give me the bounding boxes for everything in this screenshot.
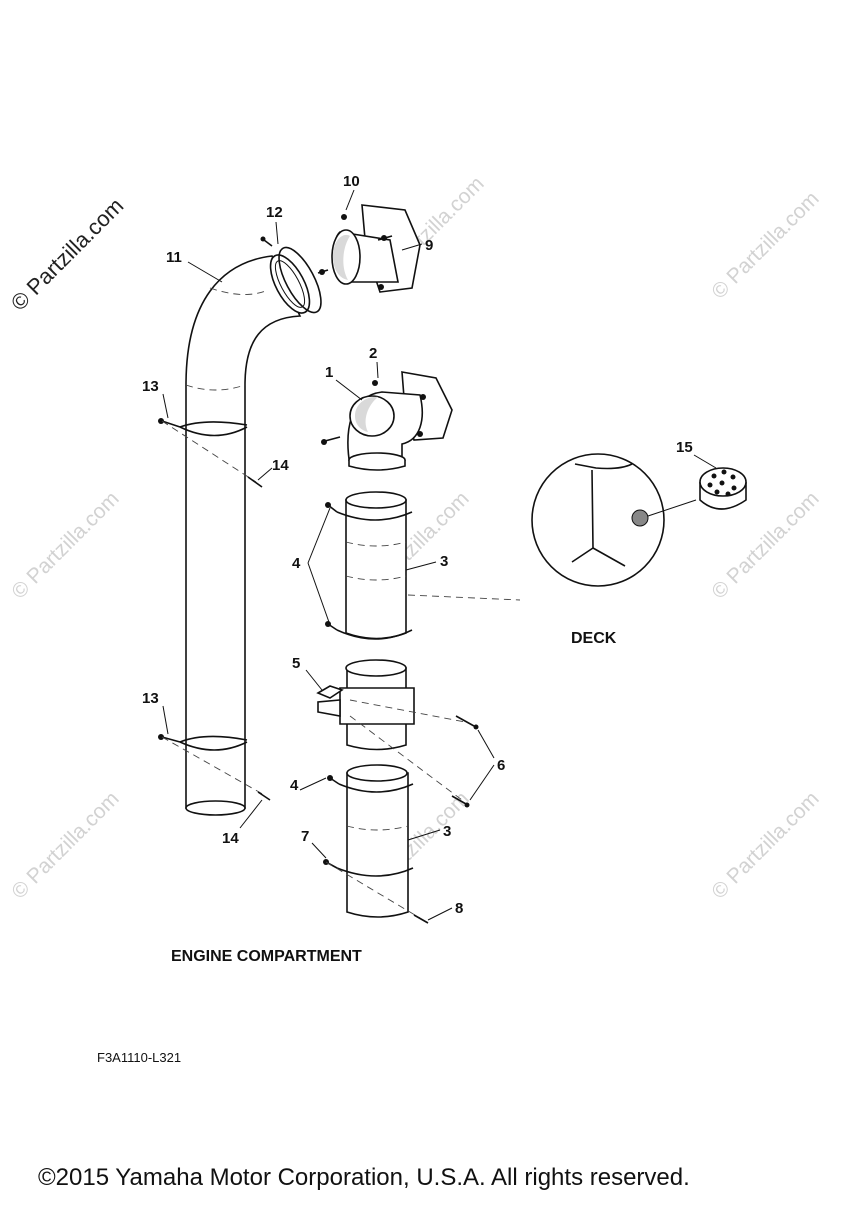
clamp-13-upper [158,418,248,437]
callouts: 10 12 9 11 2 1 13 14 4 3 5 13 6 4 14 3 7… [142,173,693,917]
deck-vent-15 [699,467,747,510]
callout-13-upper: 13 [142,378,159,395]
drawing-code: F3A1110-L321 [97,1050,181,1065]
alignment-line [407,594,521,601]
screw-14-upper [161,420,263,488]
callout-12: 12 [266,204,283,221]
callout-11: 11 [166,249,182,266]
callout-4-upper: 4 [292,555,301,572]
callout-3-upper: 3 [440,553,448,570]
watermark-tile: © Partzilla.com [7,487,123,603]
callout-4-lower: 4 [290,777,299,794]
clamp-4-lower [327,775,414,793]
callout-3-lower: 3 [443,823,451,840]
callout-13-lower: 13 [142,690,159,707]
deck-label: DECK [571,630,617,647]
engine-compartment-label: ENGINE COMPARTMENT [171,948,362,965]
bolt-6 [451,715,495,808]
clamp-13-lower [158,734,248,751]
holder-5 [316,659,466,801]
callout-1: 1 [325,364,333,381]
deck-detail [531,453,697,587]
flange-fitting-9 [317,204,421,293]
hose-3-upper [345,491,407,640]
screw-8 [325,861,429,924]
clamp-12 [260,236,322,314]
callout-8: 8 [455,900,463,917]
callout-2: 2 [369,345,377,362]
callout-14-upper: 14 [272,457,289,474]
leader-lines [162,189,717,921]
watermark-tile: © Partzilla.com [7,787,123,903]
elbow-1 [321,371,453,471]
watermark-tiles: © Partzilla.com © Partzilla.com © Partzi… [7,172,823,903]
callout-14-lower: 14 [222,830,239,847]
copyright-footer: ©2015 Yamaha Motor Corporation, U.S.A. A… [38,1164,690,1191]
callout-9: 9 [425,237,433,254]
callout-7: 7 [301,828,309,845]
hose-11 [185,254,311,816]
watermark-tile: © Partzilla.com [707,187,823,303]
callout-6: 6 [497,757,505,774]
clamp-4-top [325,502,413,521]
watermark-tile: © Partzilla.com [707,787,823,903]
callout-15: 15 [676,439,693,456]
hose-3-lower [346,764,409,918]
watermark-main: © Partzilla.com [6,193,129,316]
screw-14-lower [161,736,271,801]
callout-10: 10 [343,173,360,190]
callout-5: 5 [292,655,300,672]
